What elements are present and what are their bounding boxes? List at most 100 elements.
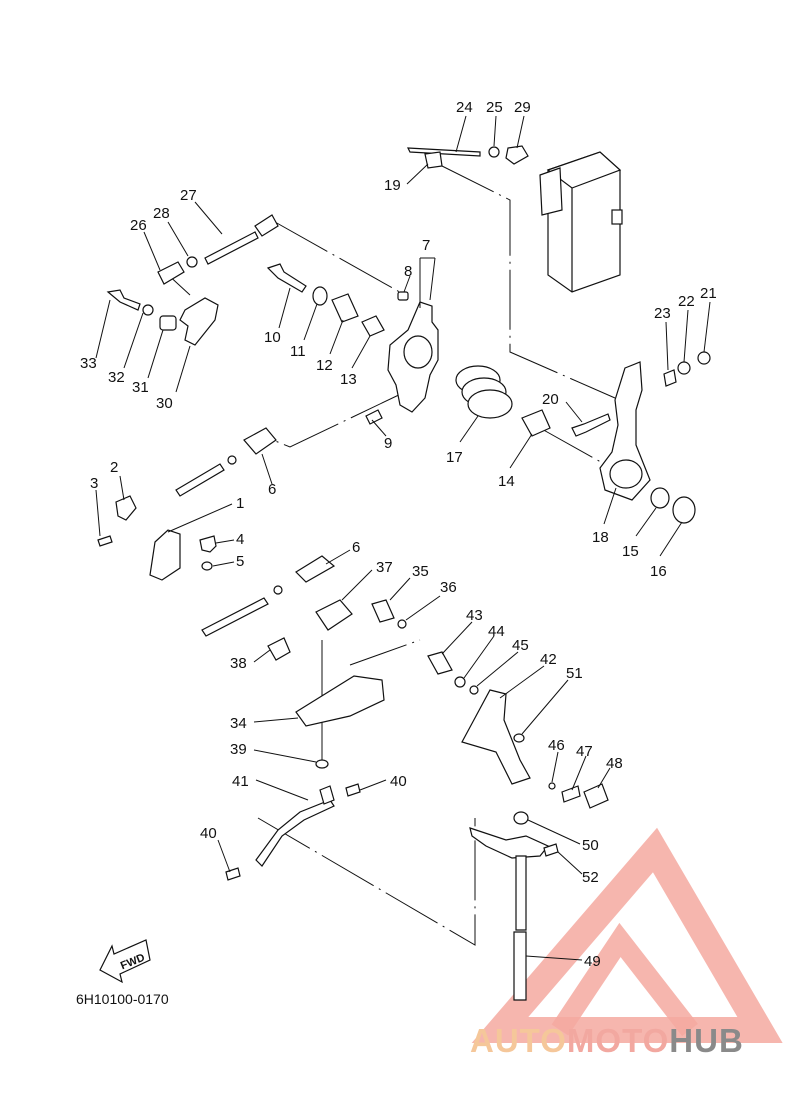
part-47-spring — [561, 785, 581, 803]
callout-3: 3 — [90, 475, 98, 492]
callout-30: 30 — [156, 395, 173, 412]
part-3-pin — [97, 535, 113, 547]
watermark-text-auto: AUTO — [470, 1022, 567, 1059]
callout-15: 15 — [622, 543, 639, 560]
part-42-bracket — [461, 689, 531, 785]
part-2-clip — [115, 495, 137, 521]
part-31-collar — [159, 315, 177, 331]
part-38-grommet — [267, 637, 291, 661]
callout-50: 50 — [582, 837, 599, 854]
part-50-bushing — [513, 811, 529, 825]
callout-13: 13 — [340, 371, 357, 388]
part-40-clip-a — [345, 783, 361, 797]
callout-52: 52 — [582, 869, 599, 886]
callout-4: 4 — [236, 531, 244, 548]
part-4-bolt — [199, 535, 217, 553]
callout-42: 42 — [540, 651, 557, 668]
part-32-washer — [142, 304, 154, 316]
callout-39: 39 — [230, 741, 247, 758]
callout-35: 35 — [412, 563, 429, 580]
part-6-joint-lower — [295, 555, 336, 583]
callout-41: 41 — [232, 773, 249, 790]
part-35-bolt — [371, 599, 395, 623]
callout-19: 19 — [384, 177, 401, 194]
watermark-triangle — [471, 827, 783, 1043]
callout-18: 18 — [592, 529, 609, 546]
part-44-washer — [454, 676, 466, 688]
callout-48: 48 — [606, 755, 623, 772]
callout-34: 34 — [230, 715, 247, 732]
part-33-bolt — [106, 289, 141, 311]
part-30-bracket — [179, 297, 219, 346]
callout-32: 32 — [108, 369, 125, 386]
part-49-shaft-lower — [513, 931, 527, 1001]
callout-26: 26 — [130, 217, 147, 234]
callout-29: 29 — [514, 99, 531, 116]
callout-43: 43 — [466, 607, 483, 624]
callout-27: 27 — [180, 187, 197, 204]
part-25-nut — [488, 146, 500, 158]
callout-6-upper: 6 — [268, 481, 276, 498]
part-18-hub — [609, 459, 643, 489]
part-6-joint-upper — [243, 427, 277, 455]
part-37-link — [315, 599, 353, 631]
callout-11: 11 — [290, 343, 306, 360]
callout-36: 36 — [440, 579, 457, 596]
callout-25: 25 — [486, 99, 503, 116]
watermark-text-hub: HUB — [669, 1022, 744, 1059]
callout-37: 37 — [376, 559, 393, 576]
part-23-spring — [663, 369, 677, 387]
part-12-collar — [331, 293, 359, 323]
callout-9: 9 — [384, 435, 392, 452]
callout-40-right: 40 — [390, 773, 407, 790]
part-27-rod — [204, 214, 279, 265]
part-28-nut — [186, 256, 198, 268]
part-16-washer — [672, 496, 696, 524]
part-34-arm — [295, 675, 385, 727]
part-1-bracket — [149, 529, 181, 581]
callout-labels: 24 25 29 19 27 28 26 7 8 33 32 31 30 10 … — [80, 99, 717, 970]
callout-6-lower: 6 — [352, 539, 360, 556]
callout-17: 17 — [446, 449, 463, 466]
part-29-joint — [505, 145, 529, 165]
callout-44: 44 — [488, 623, 505, 640]
watermark-text-moto: MOTO — [567, 1022, 669, 1059]
callout-14: 14 — [498, 473, 515, 490]
part-49-shaft-upper — [515, 855, 527, 931]
callout-40-left: 40 — [200, 825, 217, 842]
callout-10: 10 — [264, 329, 281, 346]
part-41-pin — [319, 785, 335, 805]
part-40-clip-b — [225, 867, 241, 881]
diagram-code: 6H10100-0170 — [76, 991, 169, 1007]
part-9-clip — [365, 409, 383, 425]
part-26-joint — [157, 261, 185, 285]
part-5-washer — [201, 561, 213, 571]
watermark-logo: AUTOMOTOHUB — [470, 827, 783, 1059]
watermark-triangle-inner — [551, 922, 698, 1037]
callout-51: 51 — [566, 665, 583, 682]
part-21-collar — [697, 351, 711, 365]
cable-upper — [175, 463, 225, 497]
part-36-washer — [397, 619, 407, 629]
part-10-bolt — [266, 263, 307, 293]
part-41-rod — [255, 799, 335, 867]
part-20-bolt — [571, 413, 611, 437]
part-13-bushing — [361, 315, 385, 337]
leader-lines — [95, 115, 711, 961]
callout-16: 16 — [650, 563, 667, 580]
callout-8: 8 — [404, 263, 412, 280]
part-48-plug — [583, 783, 609, 809]
part-11-washer — [312, 286, 328, 306]
part-15-washer — [650, 487, 670, 509]
callout-2: 2 — [110, 459, 118, 476]
callout-45: 45 — [512, 637, 529, 654]
part-45-washer — [469, 685, 479, 695]
cable-nut-lower — [273, 585, 283, 595]
part-46-ball — [548, 782, 556, 790]
part-7-hub — [403, 335, 433, 369]
callout-1: 1 — [236, 495, 244, 512]
callout-49: 49 — [584, 953, 601, 970]
part-24-rod — [407, 147, 481, 169]
svg-text:AUTOMOTOHUB: AUTOMOTOHUB — [470, 1022, 744, 1059]
